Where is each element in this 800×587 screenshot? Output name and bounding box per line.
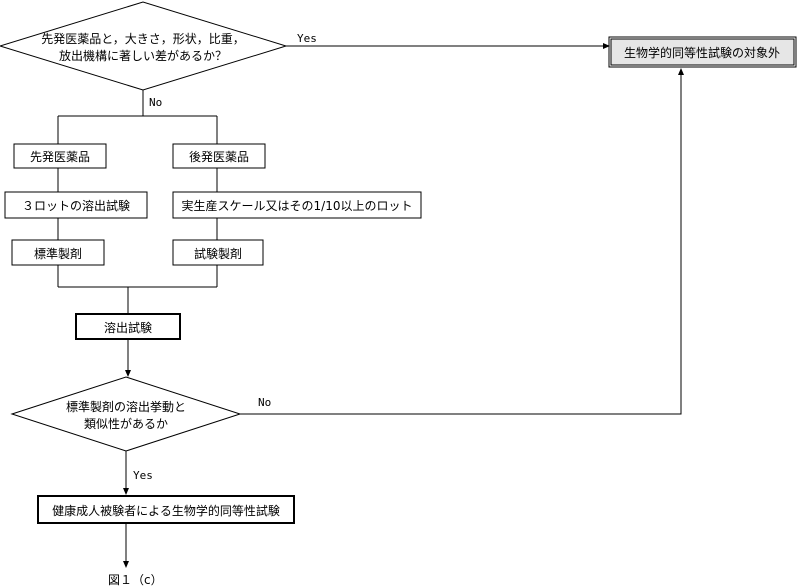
decision-2-no-arrowhead [678, 68, 684, 75]
be-study-box [37, 495, 295, 524]
standard-prep-box [11, 239, 105, 266]
reference-drug-box [13, 143, 107, 169]
reference-drug-label: 先発医薬品 [30, 150, 90, 164]
decision-1-yes-label: Yes [297, 32, 317, 45]
decision-2-line-2: 類似性があるか [84, 416, 168, 431]
decision-2-diamond [10, 376, 242, 452]
generic-drug-box [172, 143, 266, 169]
decision-2-yes-label: Yes [133, 469, 153, 482]
dissolution-test-label: 溶出試験 [104, 320, 152, 335]
decision-2-no-label: No [258, 396, 271, 409]
generic-lots-box [172, 191, 422, 219]
generic-drug-label: 後発医薬品 [189, 150, 249, 164]
decision-2-yes-arrowhead [123, 488, 129, 495]
excluded-label: 生物学的同等性試験の対象外 [624, 45, 780, 60]
reference-lots-label: ３ロットの溶出試験 [22, 198, 130, 213]
decision-2-no-connector [240, 74, 682, 415]
generic-lots-label: 実生産スケール又はその1/10以上のロット [182, 198, 413, 213]
test-prep-label: 試験製剤 [194, 246, 242, 261]
excluded-box [610, 38, 795, 66]
be-study-arrowhead [123, 561, 129, 568]
excluded-box-frame [608, 36, 797, 68]
decision-2-line-1: 標準製剤の溶出挙動と [66, 399, 186, 414]
decision-1-diamond [0, 1, 288, 91]
decision-1-line-2: 放出機構に著しい差があるか？ [59, 48, 227, 63]
dissolution-arrowhead [125, 370, 131, 377]
figure-caption: 図１（c） [108, 573, 163, 587]
decision-1-line-1: 先発医薬品と，大きさ，形状，比重， [41, 32, 245, 46]
decision-1-no-label: No [149, 96, 162, 109]
decision-1-yes-arrowhead [603, 43, 610, 49]
dissolution-test-box [75, 313, 181, 340]
reference-lots-box [4, 191, 148, 219]
be-study-label: 健康成人被験者による生物学的同等性試験 [52, 503, 280, 518]
standard-prep-label: 標準製剤 [34, 246, 82, 261]
test-prep-box [172, 239, 264, 266]
